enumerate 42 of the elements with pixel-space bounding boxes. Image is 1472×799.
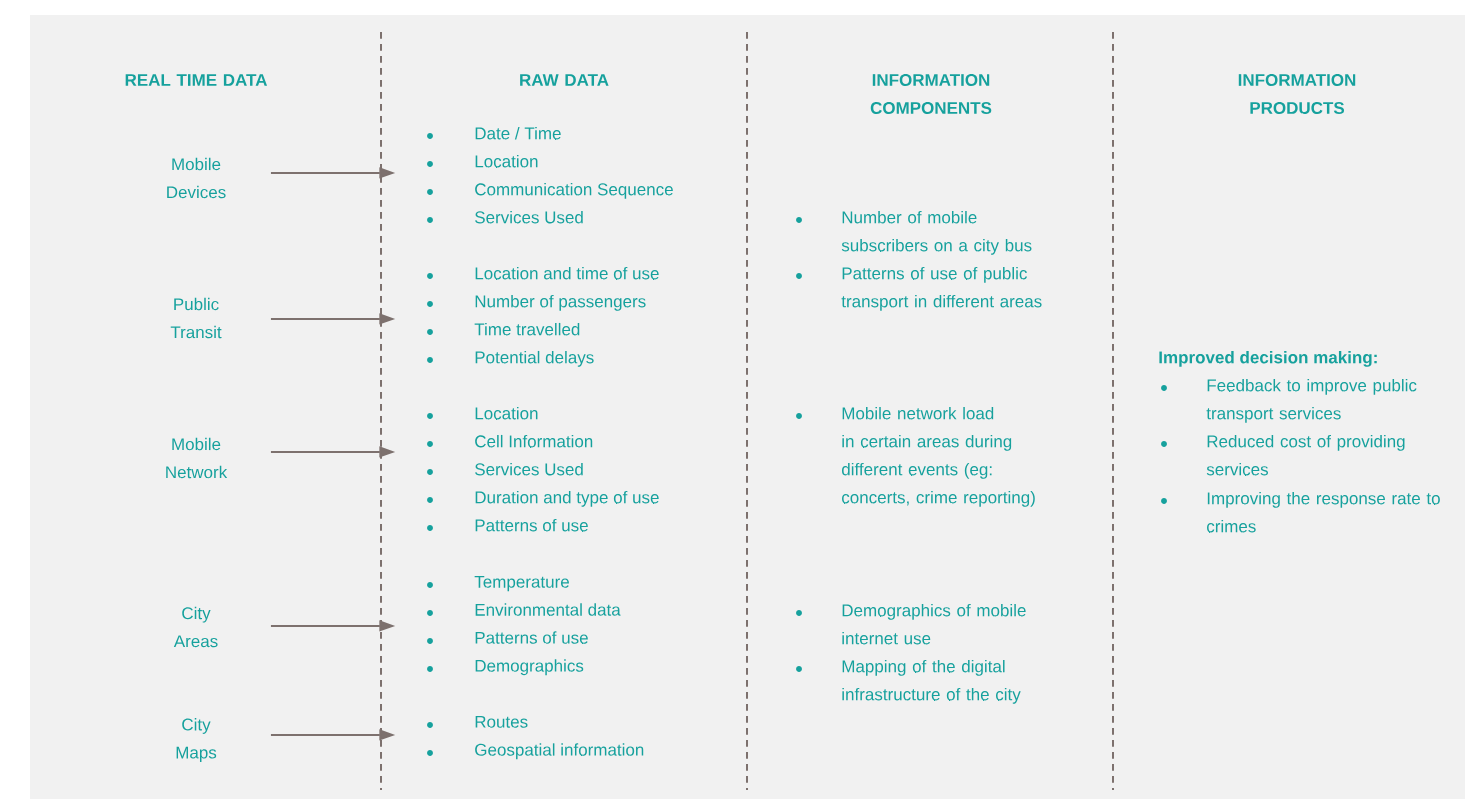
- source-label: City Areas: [173, 606, 218, 648]
- node-label: Communication Sequence: [475, 182, 673, 199]
- node-label: Cell Information: [475, 434, 593, 448]
- node-label: Location and time of use: [475, 266, 659, 280]
- bullet-list: Location Cell Information Services Used Duration and type of use Patterns of use: [427, 406, 659, 532]
- node-label: Location: [475, 154, 538, 168]
- column-heading: REAL TIME DATA: [125, 74, 268, 86]
- bullet-item: Feedback to improve public transport services: [1161, 378, 1417, 423]
- bullet-item: Reduced cost of providing services: [1161, 434, 1405, 476]
- source-label: Public Transit: [170, 297, 222, 339]
- node-label: Routes: [475, 715, 528, 728]
- node-label: Number of passengers: [475, 294, 646, 311]
- bullet-item: Mobile network load in certain areas during different events (eg: concerts, crime reporting): [796, 406, 1035, 507]
- node-label: Patterns of use: [475, 631, 588, 644]
- node-label: Patterns of use: [475, 518, 588, 532]
- column-heading: INFORMATION COMPONENTS: [870, 73, 992, 114]
- bullet-list: Date / Time Location Communication Sequence Services Used: [427, 126, 673, 224]
- bullet-list: Routes Geospatial information: [427, 715, 644, 760]
- source-label: Mobile Devices: [167, 157, 226, 199]
- source-label: Mobile Network: [166, 437, 228, 479]
- node-label: Environmental data: [475, 603, 621, 616]
- bullet-item: Demographics of mobile internet use: [796, 603, 1026, 645]
- node-label: Demographics: [475, 659, 584, 676]
- subheading: Improved decision making:: [1159, 350, 1377, 367]
- column-heading: INFORMATION PRODUCTS: [1238, 73, 1356, 114]
- source-label: City Maps: [176, 718, 217, 762]
- node-label: Date / Time: [475, 126, 561, 140]
- node-label: Temperature: [474, 575, 569, 592]
- node-label: Time travelled: [474, 322, 580, 336]
- node-label: Services Used: [475, 462, 583, 476]
- node-label: Services Used: [475, 210, 583, 224]
- node-label: Location: [475, 406, 538, 420]
- node-label: Geospatial information: [475, 743, 644, 760]
- node-label: Potential delays: [475, 350, 594, 367]
- bullet-list: Location and time of use Number of passengers Time travelled Potential delays: [427, 266, 659, 367]
- bullet-item: Number of mobile subscribers on a city bus: [796, 210, 1032, 255]
- bullet-item: Mapping of the digital infrastructure of the city: [796, 659, 1021, 704]
- bullet-list: Temperature Environmental data Patterns of use Demographics: [427, 575, 621, 676]
- node-label: Duration and type of use: [475, 490, 659, 507]
- column-heading: RAW DATA: [520, 74, 609, 86]
- bullet-item: Improving the response rate to crimes: [1161, 491, 1440, 533]
- bullet-item: Patterns of use of public transport in different areas: [796, 266, 1042, 311]
